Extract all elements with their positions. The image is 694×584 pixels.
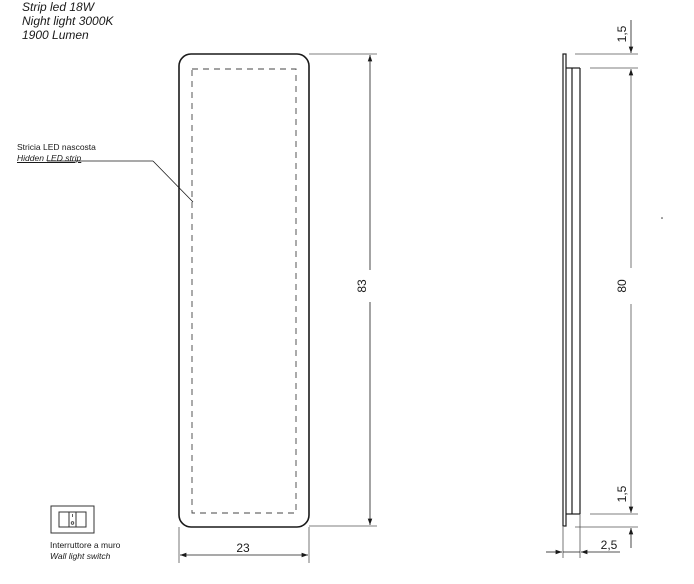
wall-switch-icon: [50, 505, 95, 534]
height-label: 83: [355, 279, 369, 293]
led-strip-callout: Stricia LED nascosta Hidden LED strip: [17, 142, 96, 164]
depth-label: 2,5: [601, 538, 618, 552]
callout-label-it: Stricia LED nascosta: [17, 142, 96, 152]
side-dimensions: [546, 20, 638, 558]
specifications: Strip led 18W Night light 3000K 1900 Lum…: [22, 0, 113, 42]
spec-night-light: Night light 3000K: [22, 14, 114, 28]
bottom-offset-label: 1,5: [615, 485, 629, 502]
switch-label-en: Wall light switch: [50, 551, 111, 561]
wall-switch-label: Interruttore a muro Wall light switch: [50, 540, 120, 562]
spec-power: Strip led 18W: [22, 0, 95, 14]
hidden-led-strip-outline: [191, 68, 297, 514]
top-offset-label: 1,5: [615, 25, 629, 42]
height-dimension: [309, 53, 377, 527]
switch-label-it: Interruttore a muro: [50, 540, 121, 550]
body-height-label: 80: [615, 279, 629, 293]
width-dimension: [178, 527, 310, 563]
callout-leader: [47, 160, 194, 203]
spec-lumen: 1900 Lumen: [22, 28, 89, 42]
side-view-profile: [562, 53, 581, 527]
callout-label-en: Hidden LED strip: [17, 153, 82, 163]
front-view-mirror: [178, 53, 310, 528]
dot-mark: [661, 217, 663, 219]
width-label: 23: [236, 541, 250, 555]
